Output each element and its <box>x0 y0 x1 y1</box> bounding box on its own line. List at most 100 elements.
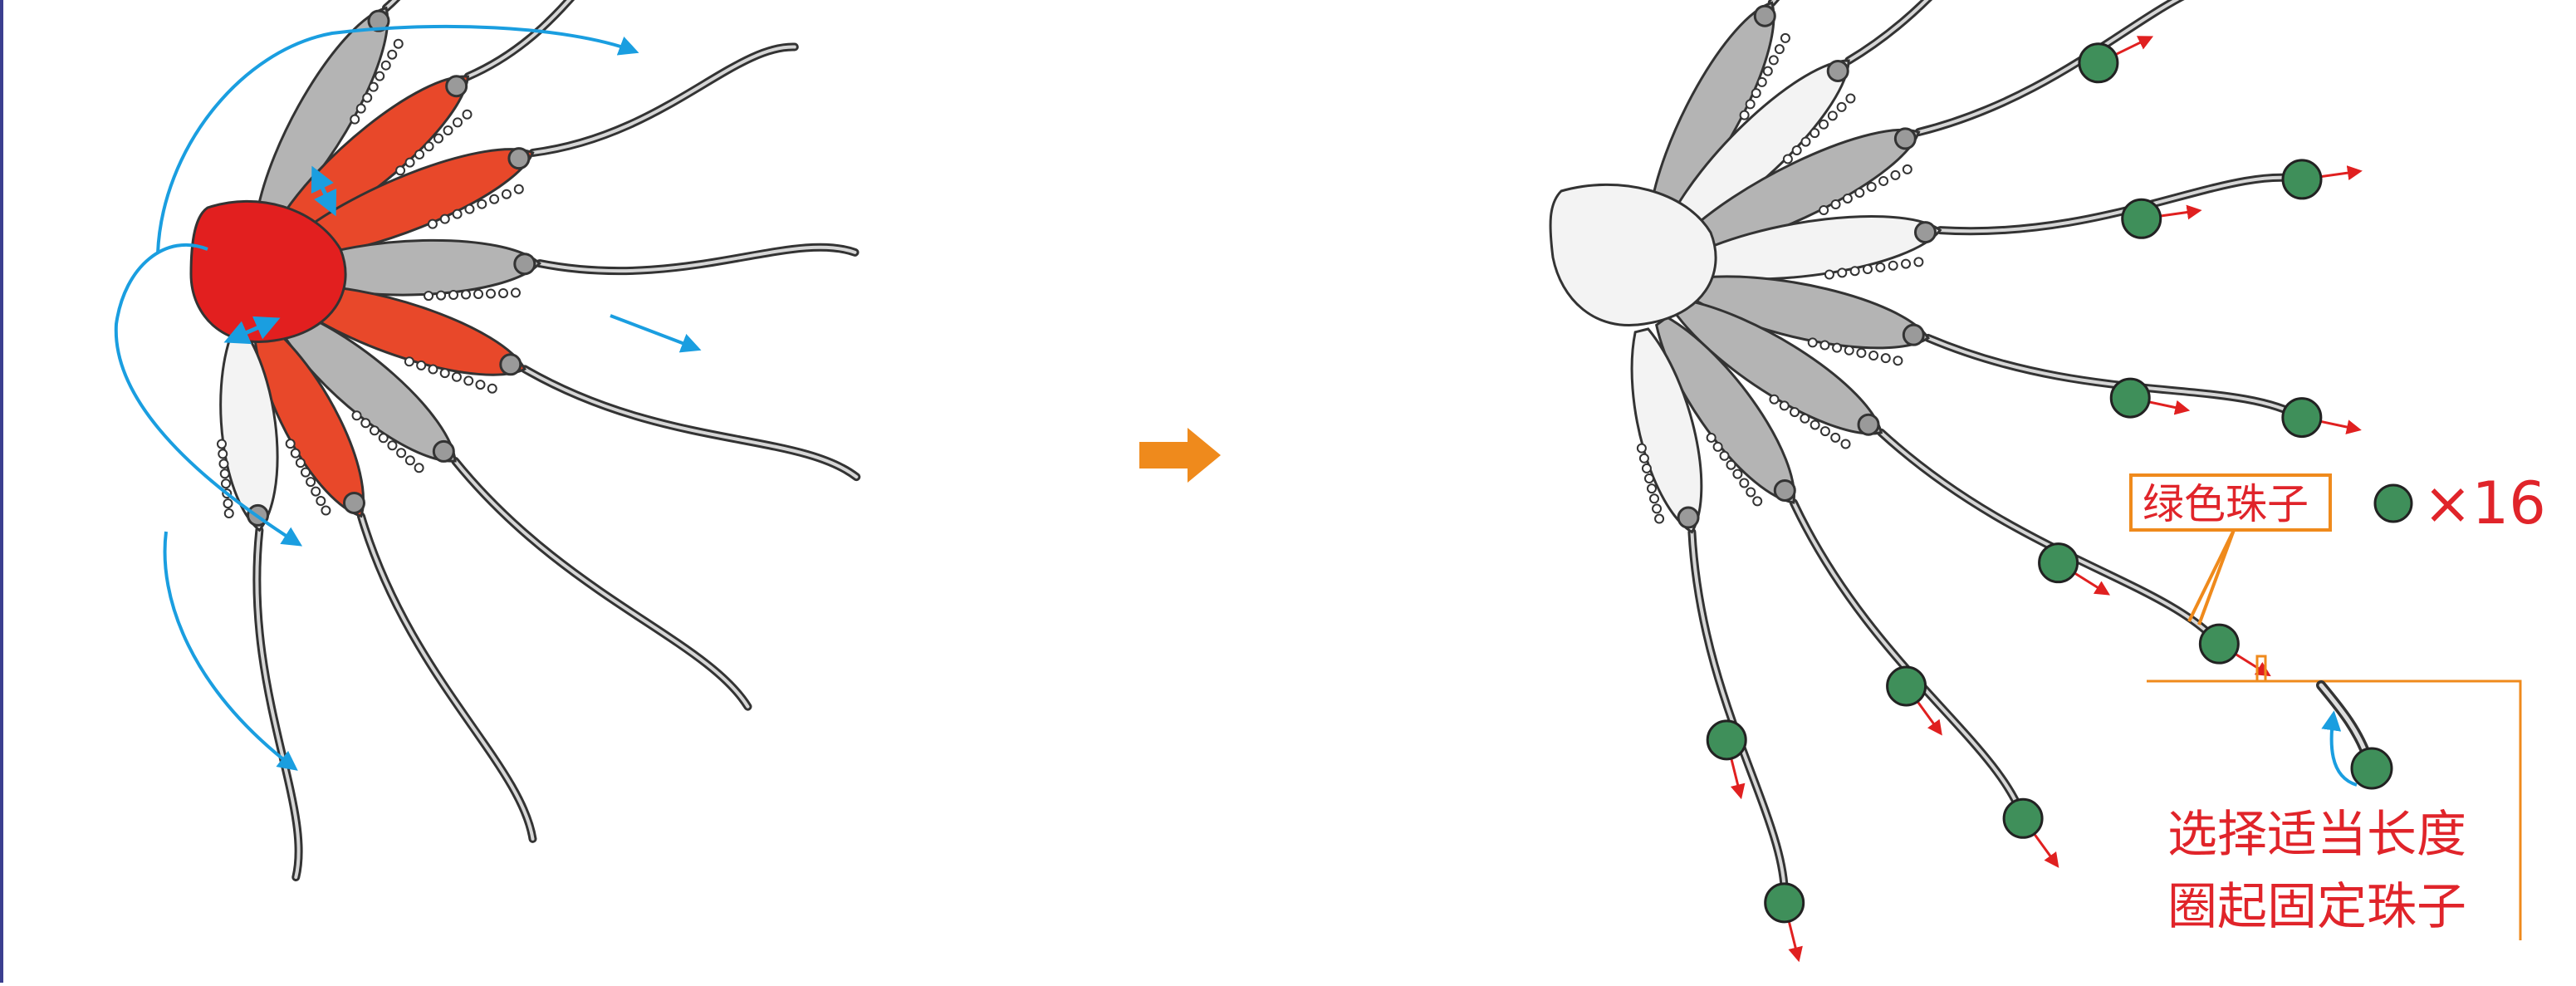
scallop <box>453 373 461 381</box>
scallop <box>353 411 361 419</box>
green-bead-icon <box>1765 884 1804 922</box>
scallop <box>1863 265 1872 273</box>
scallop <box>218 449 227 458</box>
green-bead-icon <box>2123 199 2161 238</box>
tendril-highlight <box>1940 178 2302 232</box>
scallop <box>1770 56 1778 64</box>
scallop <box>1876 263 1884 272</box>
tendril <box>540 248 855 271</box>
tendril-highlight <box>455 461 747 707</box>
tendril-highlight <box>1849 0 2075 61</box>
tendril-highlight <box>525 369 856 477</box>
segment-hole <box>1859 415 1878 434</box>
scallop <box>1770 395 1778 404</box>
scallop <box>1753 497 1761 505</box>
tendril <box>1940 178 2302 232</box>
scallop <box>453 210 462 218</box>
scallop <box>1733 470 1741 478</box>
scallop <box>1903 165 1912 174</box>
tendril <box>468 0 659 76</box>
tendril-highlight <box>1772 0 1912 2</box>
scallop <box>1643 464 1651 473</box>
scallop <box>1838 268 1846 277</box>
scallop <box>405 357 414 365</box>
scallop <box>1857 349 1865 357</box>
segment-hole <box>1828 61 1848 81</box>
tendril <box>361 516 533 838</box>
scallop <box>350 115 359 124</box>
tendril <box>1919 0 2232 132</box>
scallop <box>1638 444 1646 453</box>
scallop <box>1775 45 1784 53</box>
tendril <box>257 530 298 877</box>
tendril-highlight <box>1794 503 2023 818</box>
scallop <box>1819 206 1828 214</box>
tendril-highlight <box>361 516 533 838</box>
scallop <box>396 166 404 174</box>
scallop <box>1846 95 1854 103</box>
scallop <box>306 478 315 486</box>
scallop <box>388 441 396 449</box>
scallop <box>1838 103 1846 111</box>
callout-multiplier: ×16 <box>2423 469 2546 537</box>
scallop <box>296 459 305 467</box>
green-bead-icon <box>1707 721 1746 759</box>
right-segments <box>1550 2 1940 532</box>
scallop <box>1893 356 1902 365</box>
scallop <box>1655 515 1663 523</box>
scallop <box>311 488 320 496</box>
scallop <box>462 291 470 299</box>
scallop <box>1721 452 1729 460</box>
segment-hole <box>509 149 529 169</box>
instruction-line-2: 圈起固定珠子 <box>2167 878 2466 936</box>
left-segments <box>191 8 540 531</box>
scallop <box>1842 440 1850 449</box>
scallop <box>1707 434 1716 442</box>
scallop <box>363 94 371 102</box>
bracket-pointer <box>2257 656 2265 681</box>
scallop <box>1726 461 1735 469</box>
tendril-highlight <box>1881 433 2219 644</box>
segment-hole <box>1895 129 1915 149</box>
scallop <box>429 220 437 228</box>
scallop <box>1752 89 1761 97</box>
segment-hole <box>1775 481 1795 501</box>
bead-callout: 绿色珠子 ×16 <box>2131 469 2546 625</box>
segment-hole <box>1903 325 1923 345</box>
scallop <box>1640 454 1648 463</box>
scallop <box>1801 138 1810 146</box>
right-arrow-icon <box>1139 428 1221 483</box>
scallop <box>222 479 230 488</box>
scallop <box>1845 346 1854 355</box>
scallop <box>1645 474 1653 483</box>
scallop <box>424 292 433 300</box>
segment-hole <box>433 441 453 461</box>
green-bead-icon <box>2004 799 2042 837</box>
scallop <box>380 434 388 442</box>
scallop <box>1882 354 1890 362</box>
scallop <box>499 289 507 297</box>
scallop <box>1879 177 1888 185</box>
scallop <box>453 118 462 126</box>
scallop <box>1746 100 1755 108</box>
segment-hole <box>1678 508 1698 527</box>
scallop <box>1746 488 1755 496</box>
segment-hole <box>515 254 535 274</box>
tendril <box>1794 503 2023 818</box>
tendril <box>1692 532 1785 902</box>
scallop <box>406 159 414 167</box>
green-bead-icon <box>2040 544 2078 582</box>
scallop <box>1902 260 1910 268</box>
tendril <box>386 0 494 8</box>
scallop <box>1833 344 1841 352</box>
scallop <box>1819 120 1828 129</box>
scallop <box>502 190 511 199</box>
green-bead-icon <box>2352 748 2392 788</box>
scallop <box>357 105 365 113</box>
scallop <box>316 497 325 505</box>
scallop <box>1810 129 1819 137</box>
scallop <box>1844 194 1852 203</box>
tendril <box>1772 0 1912 2</box>
scallop <box>1869 351 1878 360</box>
